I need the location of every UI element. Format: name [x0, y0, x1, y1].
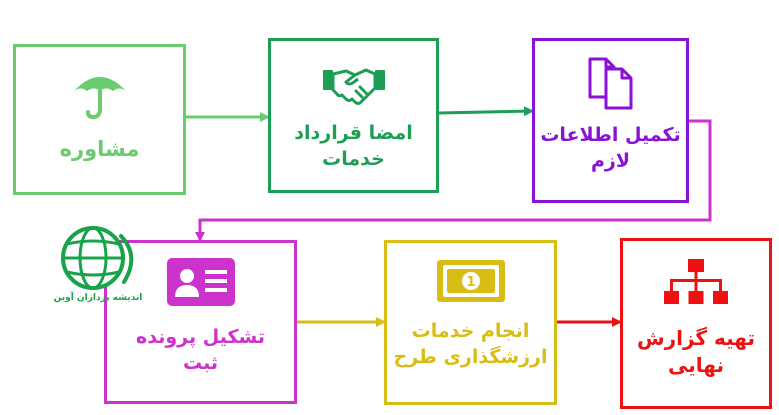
arrow-contract-to-info — [438, 106, 534, 117]
handshake-icon — [322, 68, 385, 105]
umbrella-icon — [73, 77, 126, 120]
step-contract: امضا قرارداد خدمات — [268, 38, 439, 193]
svg-text:1: 1 — [466, 275, 475, 290]
step-consult-label: مشاوره — [59, 137, 140, 161]
banknote-icon: 1 — [436, 260, 505, 302]
logo-text: اندیشه پردازان آوین — [53, 293, 143, 303]
step-info-label: تکمیل اطلاعات لازم — [540, 124, 681, 172]
step-consult: مشاوره — [13, 44, 186, 195]
step-services-label: انجام خدمات ارزشگذاری طرح — [393, 320, 548, 368]
documents-icon — [588, 57, 632, 110]
step-services: 1 انجام خدمات ارزشگذاری طرح — [384, 240, 557, 405]
org-chart-icon — [664, 259, 728, 304]
step-info: تکمیل اطلاعات لازم — [532, 38, 689, 203]
step-report: تهیه گزارش نهایی — [620, 238, 772, 409]
step-report-label: تهیه گزارش نهایی — [636, 326, 755, 377]
company-logo: اندیشه پردازان آوین — [48, 218, 148, 303]
step-file: تشکیل پرونده ثبت — [104, 240, 297, 404]
globe-logo-icon — [61, 226, 134, 290]
step-contract-label: امضا قرارداد خدمات — [294, 122, 413, 170]
step-file-label: تشکیل پرونده ثبت — [136, 326, 265, 374]
id-card-icon — [166, 258, 235, 306]
arrow-info-to-file — [195, 119, 712, 242]
